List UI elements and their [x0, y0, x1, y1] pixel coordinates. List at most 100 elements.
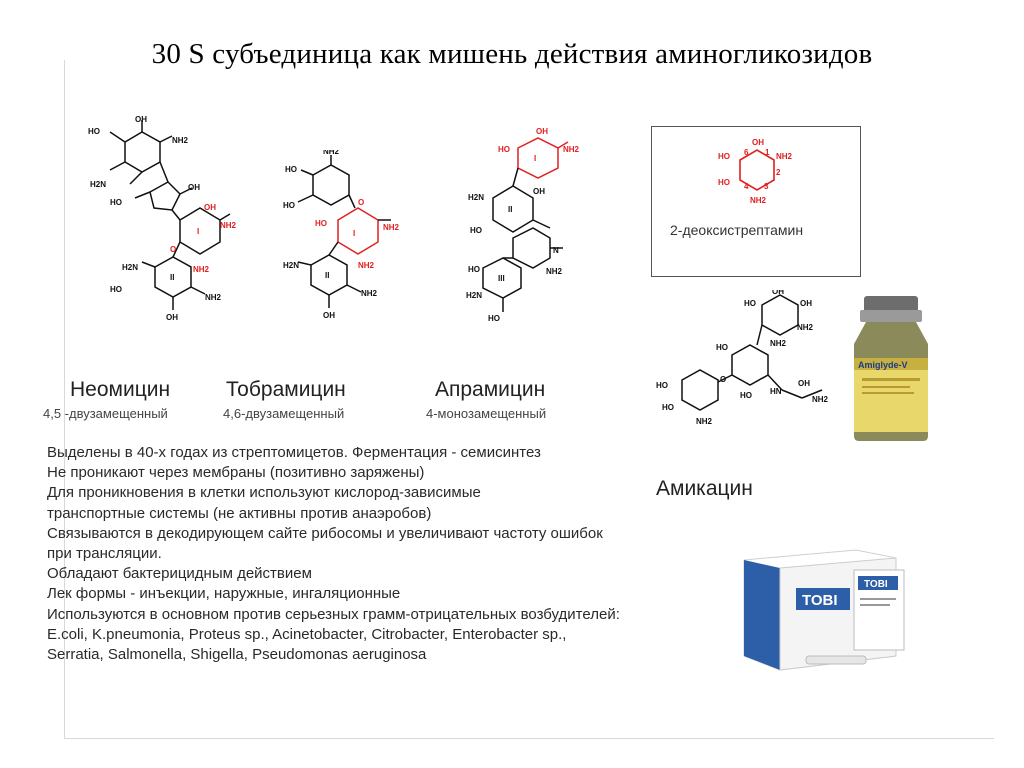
svg-text:4: 4 [744, 182, 749, 191]
svg-text:HN: HN [770, 387, 782, 396]
svg-text:I: I [353, 229, 355, 238]
text-line: Для проникновения в клетки используют ки… [47, 484, 481, 502]
text-line: Выделены в 40-х годах из стрептомицетов.… [47, 444, 541, 461]
svg-text:H2N: H2N [90, 180, 106, 189]
svg-text:HO: HO [283, 201, 295, 210]
svg-text:NH2: NH2 [383, 223, 400, 232]
bottle-brand: Amiglyde-V [858, 360, 908, 370]
svg-text:OH: OH [323, 311, 335, 320]
svg-text:NH2: NH2 [750, 196, 767, 205]
deoxystreptamine-structure: OH HO NH2 HO NH2 6 1 2 4 3 [718, 138, 793, 205]
svg-text:I: I [534, 154, 536, 163]
svg-text:NH2: NH2 [696, 417, 713, 426]
svg-text:HO: HO [88, 127, 100, 136]
text-line: при трансляции. [47, 545, 162, 563]
svg-text:O: O [358, 198, 364, 207]
svg-text:NH2: NH2 [563, 145, 580, 154]
svg-text:1: 1 [765, 148, 770, 157]
svg-text:HO: HO [498, 145, 510, 154]
deoxystreptamine-label: 2-деоксистрептамин [670, 222, 804, 238]
svg-text:H2N: H2N [468, 193, 484, 202]
text-line: E.coli, K.pneumonia, Proteus sp., Acinet… [47, 625, 567, 643]
text-line: Используются в основном против серьезных… [47, 605, 620, 623]
deoxystreptamine-box: OH HO NH2 HO NH2 6 1 2 4 3 2-деоксистрептамин [651, 126, 861, 277]
svg-text:HO: HO [110, 198, 122, 207]
svg-text:NH2: NH2 [358, 261, 375, 270]
svg-text:OH: OH [798, 379, 810, 388]
svg-text:NH2: NH2 [770, 339, 787, 348]
svg-text:NH2: NH2 [812, 395, 829, 404]
svg-text:II: II [325, 271, 329, 280]
svg-text:O: O [720, 375, 726, 384]
drug-name-amikacin: Амикацин [656, 477, 753, 500]
text-line: Serratia, Salmonella, Shigella, Pseudomo… [47, 646, 427, 664]
drug-sub-tobramycin: 4,6-двузамещенный [223, 406, 345, 421]
svg-text:OH: OH [188, 183, 200, 192]
text-line: Связываются в декодирующем сайте рибосом… [47, 524, 603, 542]
svg-text:OH: OH [772, 290, 784, 296]
text-line: Лек формы - инъекции, наружные, ингаляци… [47, 585, 401, 603]
svg-text:HO: HO [716, 343, 728, 352]
svg-text:HO: HO [315, 219, 327, 228]
svg-text:I: I [197, 227, 199, 236]
svg-text:NH2: NH2 [193, 265, 210, 274]
svg-text:NH2: NH2 [797, 323, 814, 332]
svg-text:HO: HO [718, 178, 730, 187]
tobi-package-image: TOBI TOBI [736, 548, 911, 678]
svg-text:II: II [508, 205, 512, 214]
svg-text:H2N: H2N [122, 263, 138, 272]
svg-text:OH: OH [135, 115, 147, 124]
svg-text:OH: OH [752, 138, 764, 147]
svg-text:NH2: NH2 [323, 150, 340, 156]
svg-text:6: 6 [744, 148, 749, 157]
svg-text:HO: HO [470, 226, 482, 235]
svg-text:NH2: NH2 [205, 293, 222, 302]
slide-frame-bottom [64, 738, 994, 739]
tobi-brand-sachet: TOBI [864, 579, 888, 590]
text-line: Обладают бактерицидным действием [47, 565, 312, 583]
svg-text:NH2: NH2 [546, 267, 563, 276]
text-line: транспортные системы (не активны против … [47, 504, 432, 522]
svg-text:HO: HO [718, 152, 730, 161]
drug-name-tobramycin: Тобрамицин [226, 378, 346, 401]
text-line: Не проникают через мембраны (позитивно з… [47, 464, 425, 482]
svg-text:O: O [170, 245, 176, 254]
drug-sub-neomycin: 4,5 -двузамещенный [43, 406, 168, 421]
svg-text:HO: HO [744, 299, 756, 308]
svg-text:NH2: NH2 [361, 289, 378, 298]
svg-text:NH2: NH2 [172, 136, 189, 145]
svg-text:N: N [553, 246, 559, 255]
svg-text:III: III [498, 274, 505, 283]
svg-text:HO: HO [656, 381, 668, 390]
svg-text:H2N: H2N [466, 291, 482, 300]
svg-text:OH: OH [800, 299, 812, 308]
svg-text:HO: HO [468, 265, 480, 274]
svg-text:OH: OH [204, 203, 216, 212]
svg-text:HO: HO [488, 314, 500, 323]
svg-text:HO: HO [662, 403, 674, 412]
page-title: 30 S субъединица как мишень действия ами… [151, 38, 873, 70]
drug-name-apramycin: Апрамицин [435, 378, 546, 401]
svg-text:OH: OH [536, 128, 548, 136]
drug-sub-apramycin: 4-монозамещенный [426, 406, 547, 421]
svg-text:H2N: H2N [283, 261, 299, 270]
svg-text:HO: HO [285, 165, 297, 174]
amiglyde-bottle-image: Amiglyde-V [836, 296, 946, 441]
svg-text:3: 3 [764, 182, 769, 191]
svg-text:II: II [170, 273, 174, 282]
svg-text:NH2: NH2 [776, 152, 793, 161]
slide-frame-left [64, 60, 65, 738]
svg-text:HO: HO [740, 391, 752, 400]
drug-name-neomycin: Неомицин [70, 378, 171, 401]
description-text: Выделены в 40-х годах из стрептомицетов.… [47, 443, 747, 665]
tobi-brand-box: TOBI [802, 592, 838, 609]
svg-text:2: 2 [776, 168, 781, 177]
svg-text:HO: HO [110, 285, 122, 294]
svg-text:OH: OH [166, 313, 178, 322]
svg-text:OH: OH [533, 187, 545, 196]
svg-text:NH2: NH2 [220, 221, 237, 230]
